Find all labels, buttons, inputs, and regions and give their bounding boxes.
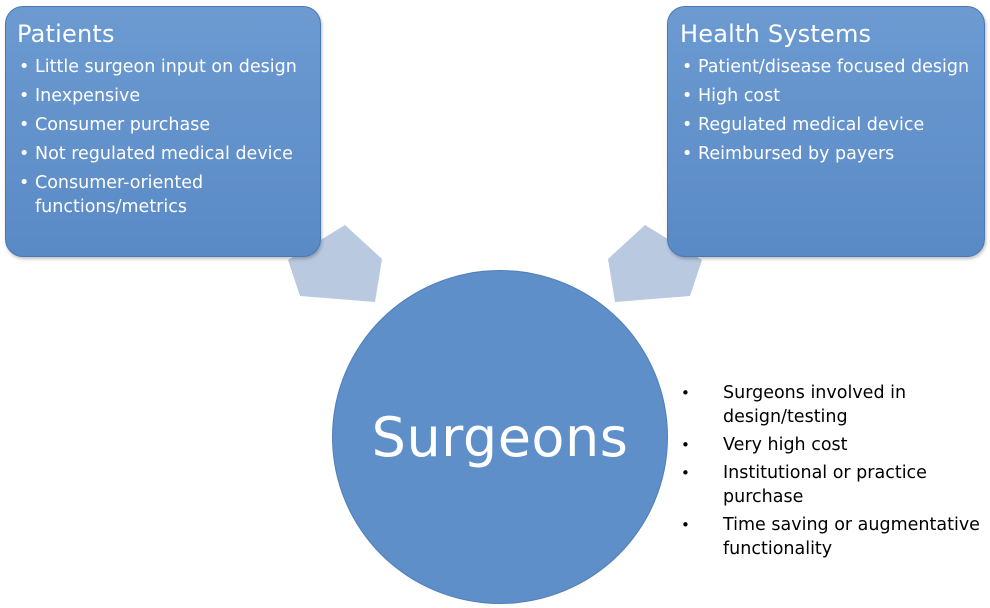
health-systems-title: Health Systems (680, 20, 872, 48)
list-item: High cost (680, 84, 976, 108)
surgeons-circle: Surgeons (332, 270, 668, 604)
list-item: Time saving or augmentative functionalit… (680, 513, 985, 561)
list-item: Inexpensive (17, 84, 312, 108)
list-item: Institutional or practice purchase (680, 461, 985, 509)
list-item: Consumer-oriented functions/metrics (17, 171, 312, 219)
surgeons-list: Surgeons involved in design/testing Very… (680, 381, 985, 565)
list-item: Surgeons involved in design/testing (680, 381, 985, 429)
list-item: Little surgeon input on design (17, 55, 312, 79)
patients-title: Patients (17, 20, 115, 48)
health-systems-box: Health Systems Patient/disease focused d… (667, 6, 985, 257)
arrow-patients-to-surgeons (288, 225, 382, 302)
health-systems-list: Patient/disease focused design High cost… (680, 55, 976, 166)
list-item: Patient/disease focused design (680, 55, 976, 79)
list-item: Regulated medical device (680, 113, 976, 137)
list-item: Consumer purchase (17, 113, 312, 137)
surgeons-label: Surgeons (371, 405, 629, 469)
list-item: Very high cost (680, 433, 985, 457)
arrow-health-to-surgeons (608, 225, 702, 302)
list-item: Not regulated medical device (17, 142, 312, 166)
patients-box: Patients Little surgeon input on design … (5, 6, 321, 257)
list-item: Reimbursed by payers (680, 142, 976, 166)
patients-list: Little surgeon input on design Inexpensi… (17, 55, 312, 219)
